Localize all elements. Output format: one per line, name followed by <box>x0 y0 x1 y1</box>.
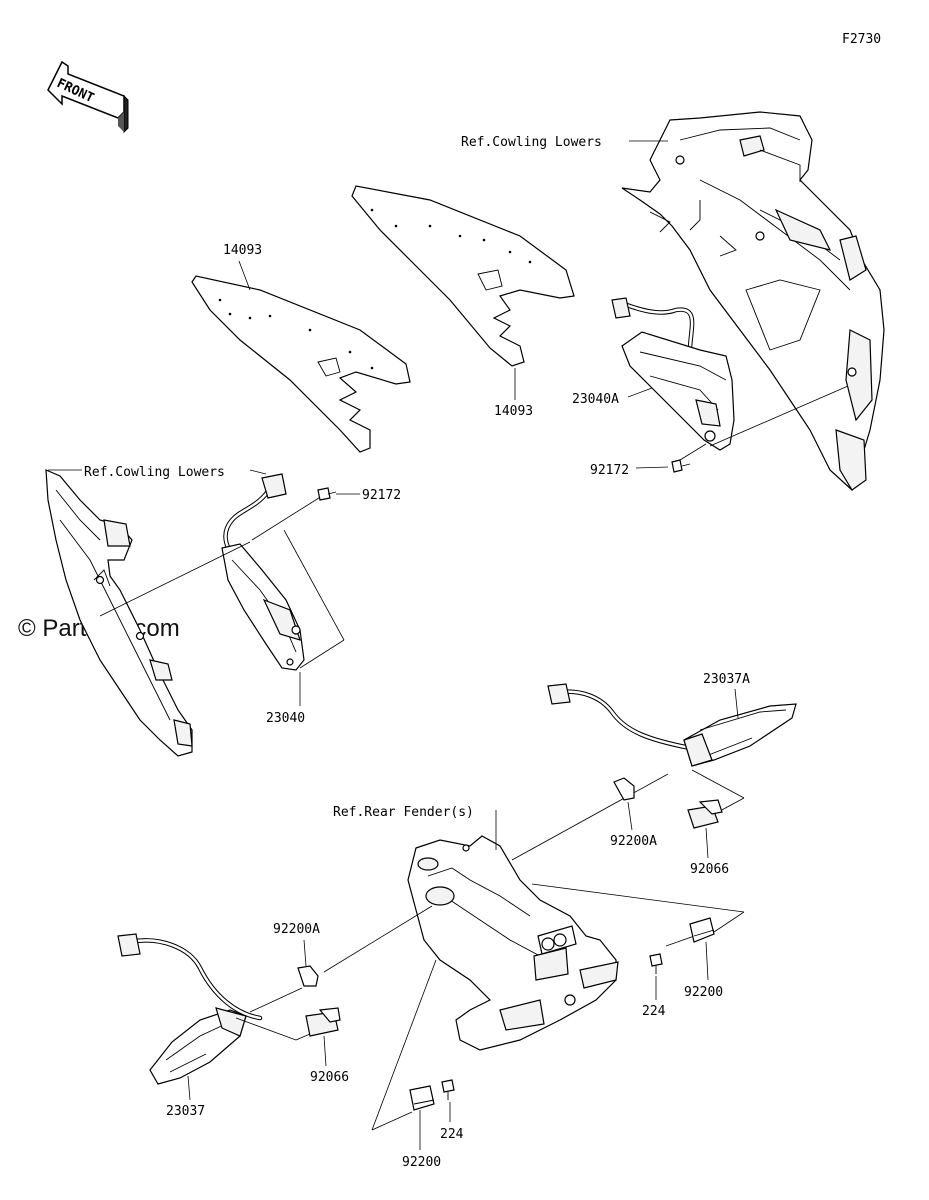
label-92172-left: 92172 <box>362 488 401 503</box>
label-92172-right: 92172 <box>590 463 629 478</box>
turn-signal-23040 <box>221 473 305 671</box>
turn-signal-23040A <box>611 297 735 451</box>
turn-signal-23037 <box>117 933 263 1085</box>
grommet-92066-left <box>305 1007 341 1037</box>
label-14093-left: 14093 <box>223 243 262 258</box>
label-92066-right: 92066 <box>690 862 729 877</box>
bolt-224-right <box>649 953 663 974</box>
label-224-bottom: 224 <box>440 1127 464 1142</box>
clip-92200A-left <box>297 965 319 987</box>
label-ref-rear-fender: Ref.Rear Fender(s) <box>333 805 474 820</box>
label-92200A-left: 92200A <box>273 922 320 937</box>
label-ref-cowling-lowers-left: Ref.Cowling Lowers <box>84 465 225 480</box>
label-23040A: 23040A <box>572 392 619 407</box>
label-23037: 23037 <box>166 1104 205 1119</box>
diagram-code: F2730 <box>842 32 881 47</box>
clip-92200-bottom <box>409 1085 435 1111</box>
label-92200-bottom: 92200 <box>402 1155 441 1170</box>
screw-92172-left <box>317 487 337 501</box>
grommet-92066-right <box>687 799 723 829</box>
rear-fender <box>407 835 619 1051</box>
label-92066-left: 92066 <box>310 1070 349 1085</box>
label-23037A: 23037A <box>703 672 750 687</box>
clip-92200-right <box>689 917 715 943</box>
gasket-14093-left <box>191 275 411 453</box>
turn-signal-23037A <box>547 683 797 767</box>
label-224-right: 224 <box>642 1004 666 1019</box>
bolt-224-bottom <box>441 1079 455 1100</box>
cowling-lower-left <box>45 469 193 757</box>
front-arrow-icon: FRONT <box>47 60 129 134</box>
label-ref-cowling-lowers-top: Ref.Cowling Lowers <box>461 135 602 150</box>
screw-92172-right <box>671 459 691 473</box>
label-23040: 23040 <box>266 711 305 726</box>
gasket-14093-right <box>351 185 575 367</box>
clip-92200A-right <box>613 777 635 801</box>
label-14093-right: 14093 <box>494 404 533 419</box>
label-92200-right: 92200 <box>684 985 723 1000</box>
cowling-lower-right <box>621 111 885 492</box>
label-92200A-right: 92200A <box>610 834 657 849</box>
